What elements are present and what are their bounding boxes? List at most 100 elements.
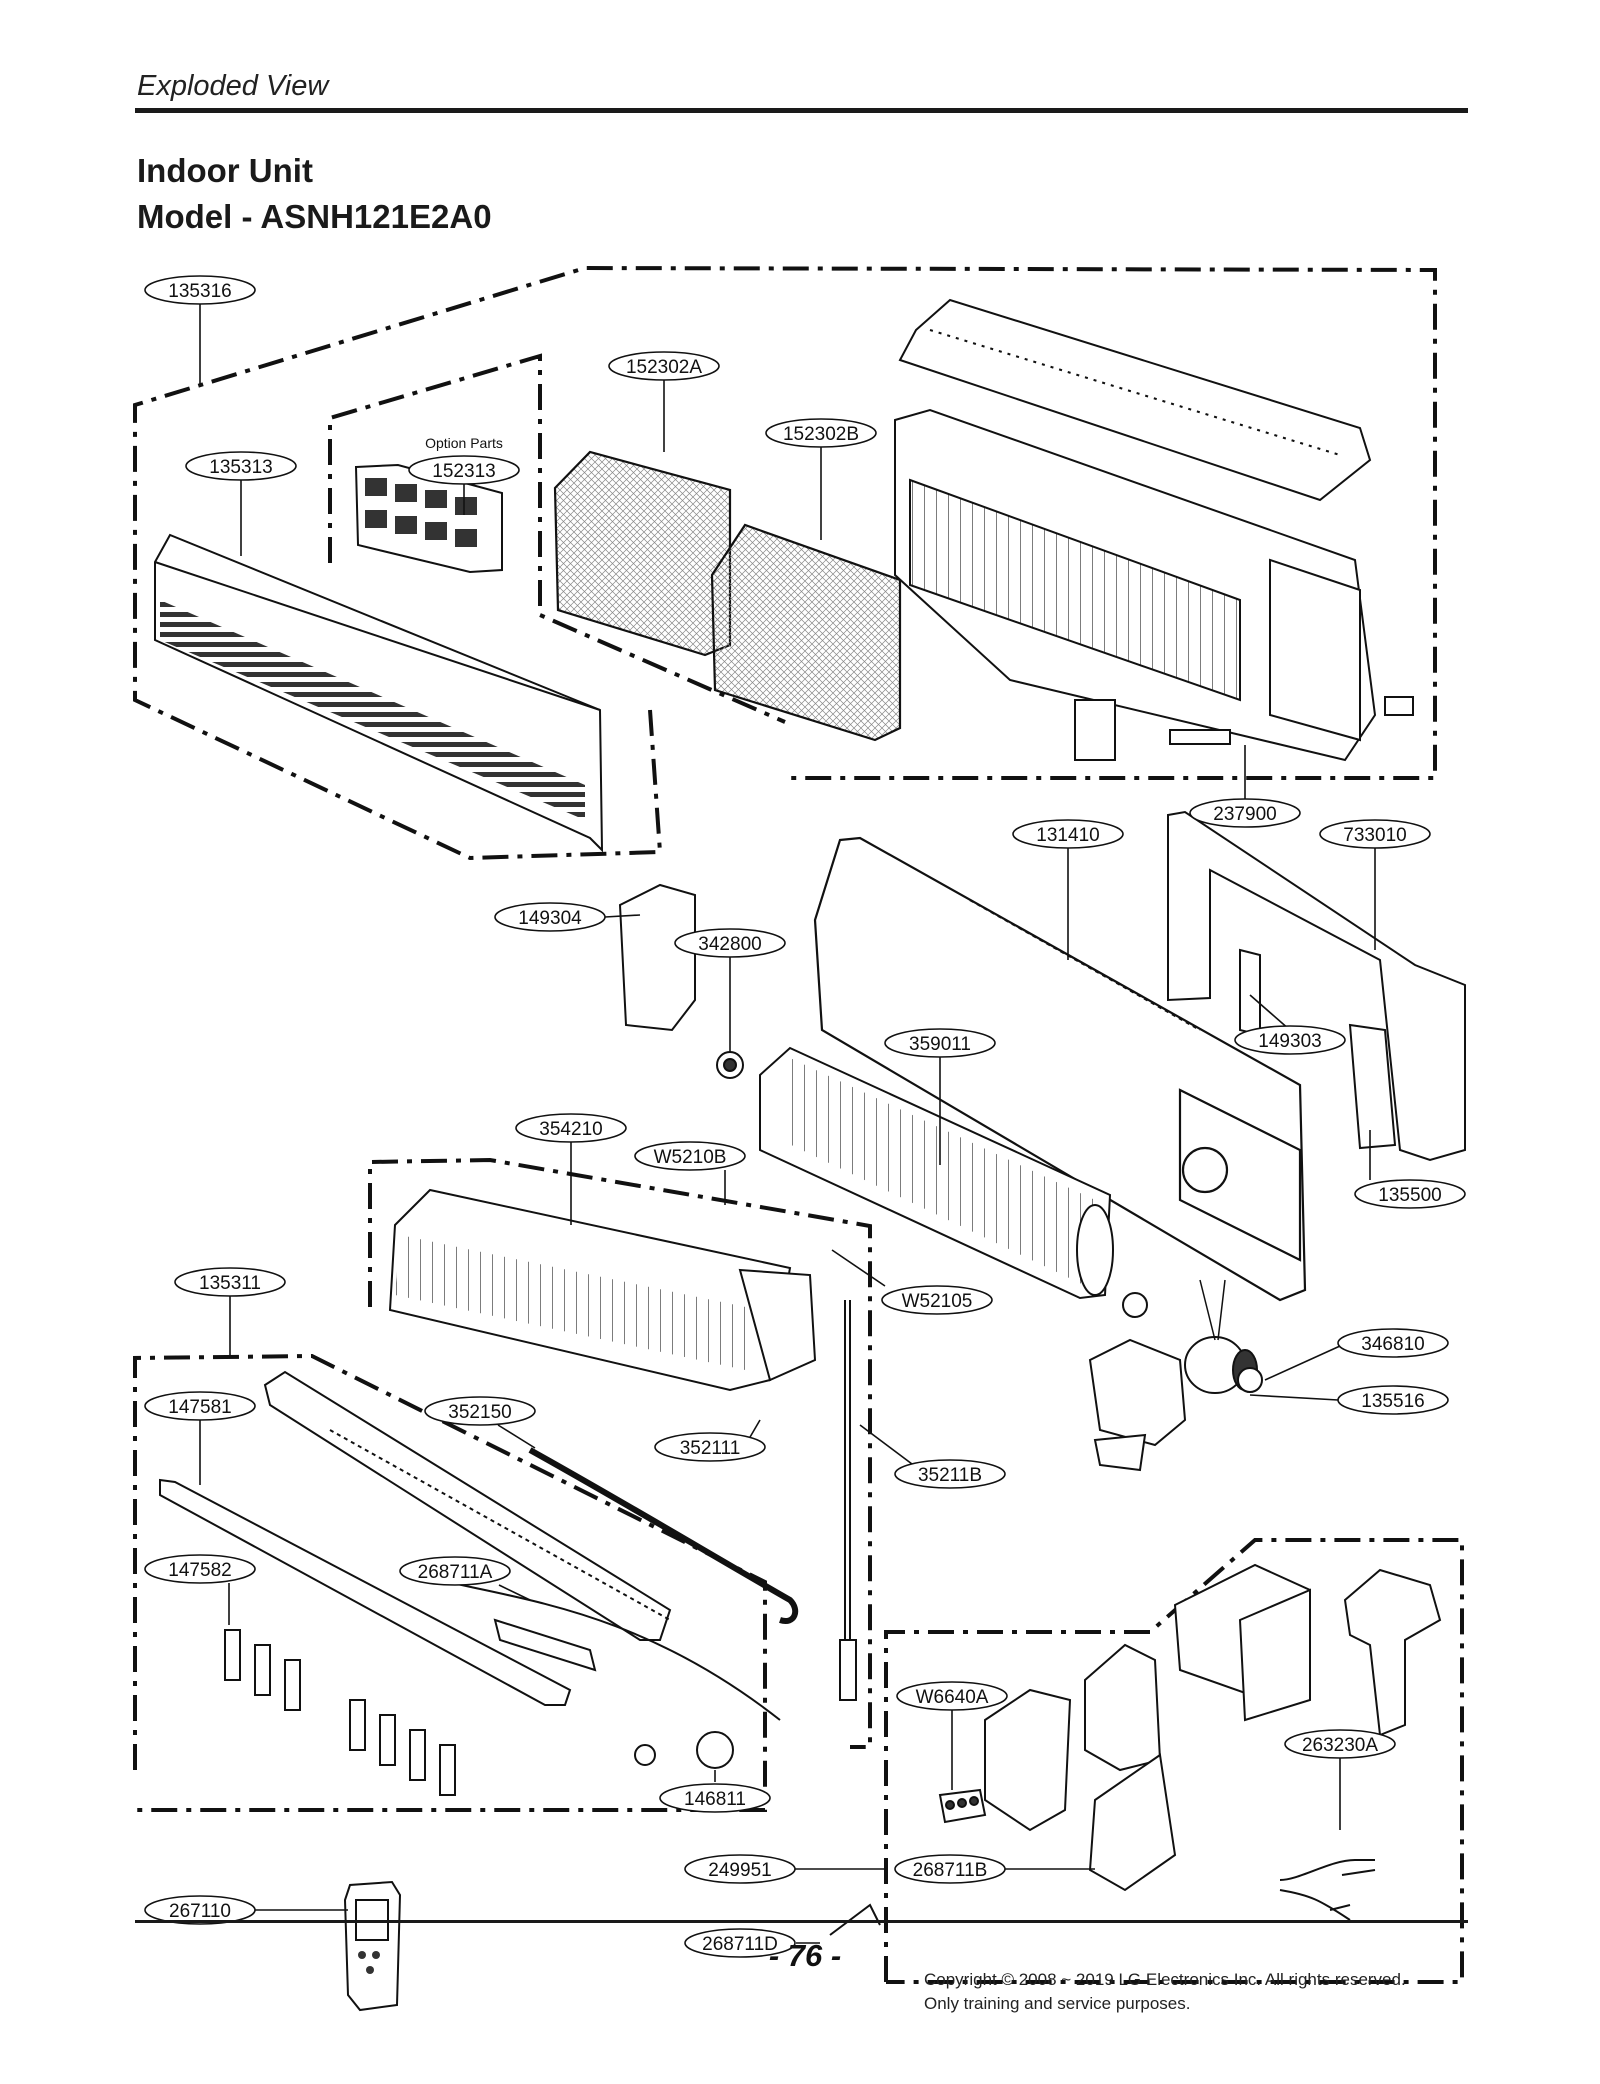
callout-146811: 146811	[659, 1783, 771, 1813]
callout-352111: 352111	[654, 1432, 766, 1462]
part-wire-harness	[829, 1859, 1376, 1936]
part-label: 131410	[1036, 825, 1099, 846]
part-label: 149304	[518, 908, 582, 929]
callout-131410: 131410	[1012, 819, 1124, 849]
callout-352150: 352150	[424, 1396, 536, 1426]
callout-249951: 249951	[684, 1854, 796, 1884]
header-rule	[135, 108, 1468, 113]
part-plasma-filter	[354, 463, 503, 574]
part-label: 263230A	[1302, 1735, 1378, 1756]
part-label: 733010	[1343, 825, 1406, 846]
part-label: 267110	[169, 1901, 231, 1922]
part-air-filters	[553, 450, 902, 742]
part-back-plate	[1167, 810, 1466, 1162]
part-label: 147581	[168, 1397, 231, 1418]
callout-342800: 342800	[674, 928, 786, 958]
part-motor	[1122, 1279, 1263, 1394]
callout-263230A: 263230A	[1284, 1729, 1396, 1759]
part-bearing	[716, 1051, 744, 1079]
callout-135516: 135516	[1337, 1385, 1449, 1415]
part-label: 237900	[1213, 804, 1276, 825]
page-number: - 76 -	[768, 1938, 842, 1973]
callout-268711A: 268711A	[399, 1556, 511, 1586]
part-label: 152302B	[783, 424, 859, 445]
part-terminal-block	[938, 1788, 987, 1824]
part-label: 268711D	[702, 1934, 778, 1955]
callout-135500: 135500	[1354, 1179, 1466, 1209]
part-label: W5210B	[654, 1147, 727, 1168]
part-step-motor	[493, 1618, 734, 1769]
page-title: Indoor Unit	[137, 152, 313, 189]
copyright-line-2: Only training and service purposes.	[924, 1994, 1191, 2013]
part-label: 352111	[680, 1438, 741, 1459]
callout-147582: 147582	[144, 1554, 256, 1584]
callout-346810: 346810	[1337, 1328, 1449, 1358]
copyright: Copyright © 2008 ~ 2019 LG Electronics I…	[924, 1968, 1406, 2016]
callout-W6640A: W6640A	[896, 1681, 1008, 1711]
callout-W5210B: W5210B	[634, 1141, 746, 1171]
callout-152313: 152313	[408, 455, 520, 485]
callout-135316: 135316	[144, 275, 256, 305]
part-drain-hose	[528, 1447, 799, 1624]
part-cross-flow-fan	[759, 1046, 1114, 1300]
boundary-control-box	[884, 1538, 1464, 1984]
part-louver-assembly	[159, 1370, 781, 1721]
callout-135311: 135311	[174, 1267, 286, 1297]
part-side-holder	[618, 883, 696, 1032]
part-label: W6640A	[916, 1687, 989, 1708]
part-label: 135311	[199, 1273, 261, 1294]
part-label: 359011	[909, 1034, 971, 1055]
part-evaporator	[388, 1188, 817, 1392]
part-label: 152313	[432, 461, 495, 482]
boundary-filters	[328, 353, 786, 724]
part-label: 135516	[1361, 1391, 1424, 1412]
part-label: 147582	[168, 1560, 231, 1581]
part-label: W52105	[902, 1291, 973, 1312]
group-boundaries	[133, 265, 1464, 1984]
boundary-louver	[133, 1353, 767, 1812]
part-label: 354210	[539, 1119, 602, 1140]
part-label: 152302A	[626, 357, 702, 378]
copyright-line-1: Copyright © 2008 ~ 2019 LG Electronics I…	[924, 1970, 1406, 1989]
part-label: 135316	[168, 281, 231, 302]
callout-237900: 237900	[1189, 798, 1301, 828]
part-label: 346810	[1361, 1334, 1424, 1355]
callout-135313: 135313	[185, 451, 297, 481]
callout-W52105: W52105	[881, 1285, 993, 1315]
part-label: 268711B	[913, 1860, 988, 1881]
part-label: 342800	[698, 934, 761, 955]
part-motor-cover	[1088, 1338, 1187, 1472]
part-drain-pipe	[839, 1300, 857, 1701]
part-label: 146811	[684, 1789, 746, 1810]
boundary-front-cover	[133, 265, 1437, 861]
callout-152302B: 152302B	[765, 418, 877, 448]
boundary-evaporator	[368, 1157, 872, 1749]
part-label: 268711A	[418, 1562, 493, 1583]
callout-268711B: 268711B	[894, 1854, 1006, 1884]
footer-rule	[135, 1920, 1468, 1923]
part-front-panel	[154, 533, 604, 853]
callout-35211B: 35211B	[894, 1459, 1006, 1489]
part-chassis-grille	[894, 298, 1414, 762]
part-main-chassis	[813, 836, 1307, 1302]
leader-lines	[199, 303, 1376, 1944]
part-label: 135500	[1378, 1185, 1441, 1206]
callout-354210: 354210	[515, 1113, 627, 1143]
model-title: Model - ASNH121E2A0	[137, 198, 492, 235]
part-label: 149303	[1258, 1031, 1321, 1052]
callout-152302A: 152302A	[608, 351, 720, 381]
part-label: 35211B	[918, 1465, 982, 1486]
part-vanes	[224, 1629, 456, 1796]
section-title: Exploded View	[137, 70, 329, 102]
callout-733010: 733010	[1319, 819, 1431, 849]
callout-268711D: 268711D	[684, 1928, 796, 1958]
part-label: 135313	[209, 457, 272, 478]
part-remote-control	[343, 1880, 402, 2012]
callout-359011: 359011	[884, 1028, 996, 1058]
part-label: 352150	[448, 1402, 511, 1423]
callout-147581: 147581	[144, 1391, 256, 1421]
part-label: 249951	[708, 1860, 771, 1881]
callout-149303: 149303	[1234, 1025, 1346, 1055]
callout-149304: 149304	[494, 902, 606, 932]
